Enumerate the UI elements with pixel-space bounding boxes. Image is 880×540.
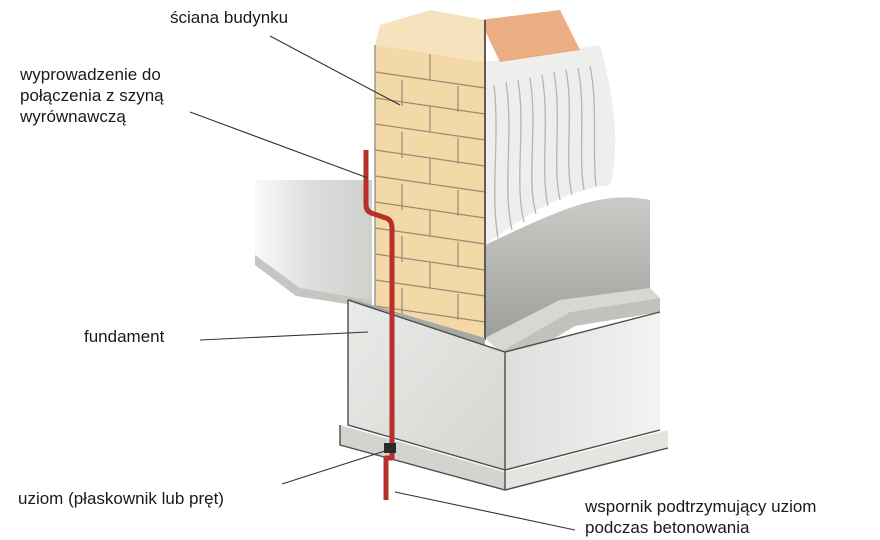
label-lead-out: wyprowadzenie do połączenia z szyną wyró… <box>20 64 164 127</box>
brick-wall <box>374 10 486 340</box>
leader-lines <box>189 35 576 531</box>
leader-foundation <box>199 331 369 341</box>
left-slab <box>255 180 372 308</box>
label-support-line-1: wspornik podtrzymujący uziom <box>585 497 817 516</box>
label-wall: ściana budynku <box>170 8 289 27</box>
label-lead-out-line-3: wyrównawczą <box>20 107 126 126</box>
label-support-line-2: podczas betonowania <box>585 518 750 537</box>
foundation-block <box>339 298 669 491</box>
leader-wall <box>269 35 401 106</box>
plaster-texture <box>480 10 616 245</box>
leader-electrode <box>281 449 389 485</box>
support-bracket <box>384 443 396 453</box>
right-wall-shadow <box>485 197 660 368</box>
leader-support <box>394 491 576 531</box>
label-support: wspornik podtrzymujący uziom podczas bet… <box>585 496 816 538</box>
label-foundation: fundament <box>84 327 165 346</box>
leader-lead-out <box>189 111 369 179</box>
label-earth-electrode: uziom (płaskownik lub pręt) <box>18 489 224 508</box>
earth-electrode-conductor <box>363 150 395 500</box>
label-lead-out-line-2: połączenia z szyną <box>20 86 164 105</box>
label-lead-out-line-1: wyprowadzenie do <box>20 65 161 84</box>
